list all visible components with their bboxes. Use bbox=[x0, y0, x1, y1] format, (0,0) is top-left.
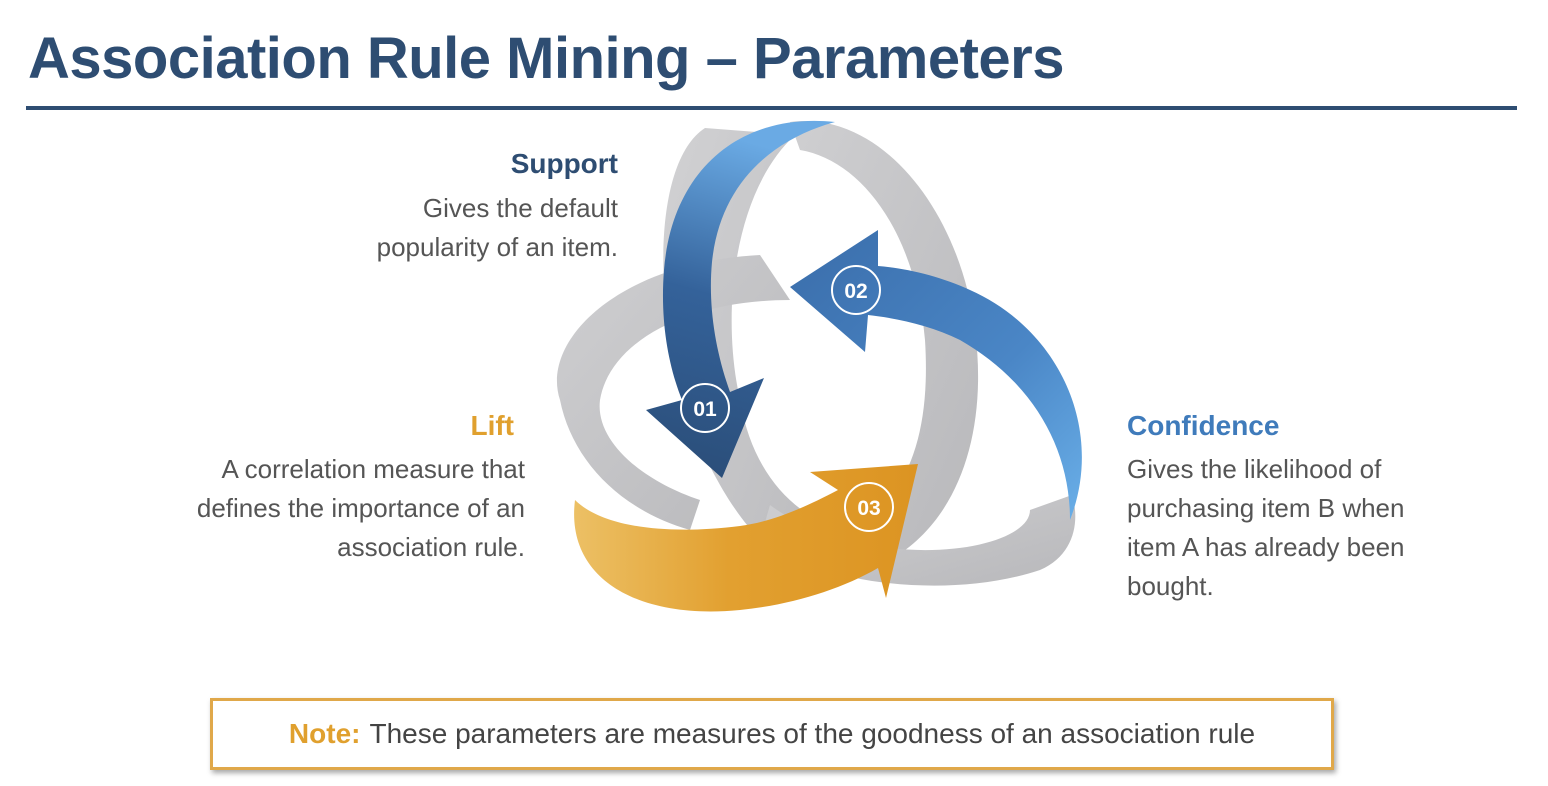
support-number: 01 bbox=[693, 398, 717, 421]
note-label: Note: bbox=[288, 718, 361, 749]
lift-description: A correlation measure that defines the i… bbox=[196, 454, 525, 562]
support-number-badge: 01 bbox=[680, 383, 730, 433]
confidence-description: Gives the likelihood of purchasing item … bbox=[1127, 454, 1405, 601]
support-heading: Support bbox=[510, 148, 618, 179]
lift-heading: Lift bbox=[470, 410, 514, 441]
confidence-heading: Confidence bbox=[1127, 410, 1280, 441]
note-box: Note: These parameters are measures of t… bbox=[210, 698, 1334, 770]
lift-arrow bbox=[574, 464, 918, 612]
note-text: These parameters are measures of the goo… bbox=[369, 718, 1256, 749]
lift-number-badge: 03 bbox=[844, 482, 894, 532]
confidence-number-badge: 02 bbox=[831, 265, 881, 315]
confidence-arrow bbox=[790, 230, 1082, 520]
lift-number: 03 bbox=[857, 497, 880, 520]
support-description: Gives the default popularity of an item. bbox=[376, 193, 618, 262]
confidence-number: 02 bbox=[844, 280, 867, 303]
title-underline bbox=[26, 106, 1517, 110]
page-title: Association Rule Mining – Parameters bbox=[28, 26, 1064, 91]
ring-loop-bottom bbox=[556, 255, 790, 530]
ring-loop-right bbox=[790, 121, 979, 560]
support-arrow bbox=[646, 120, 835, 478]
